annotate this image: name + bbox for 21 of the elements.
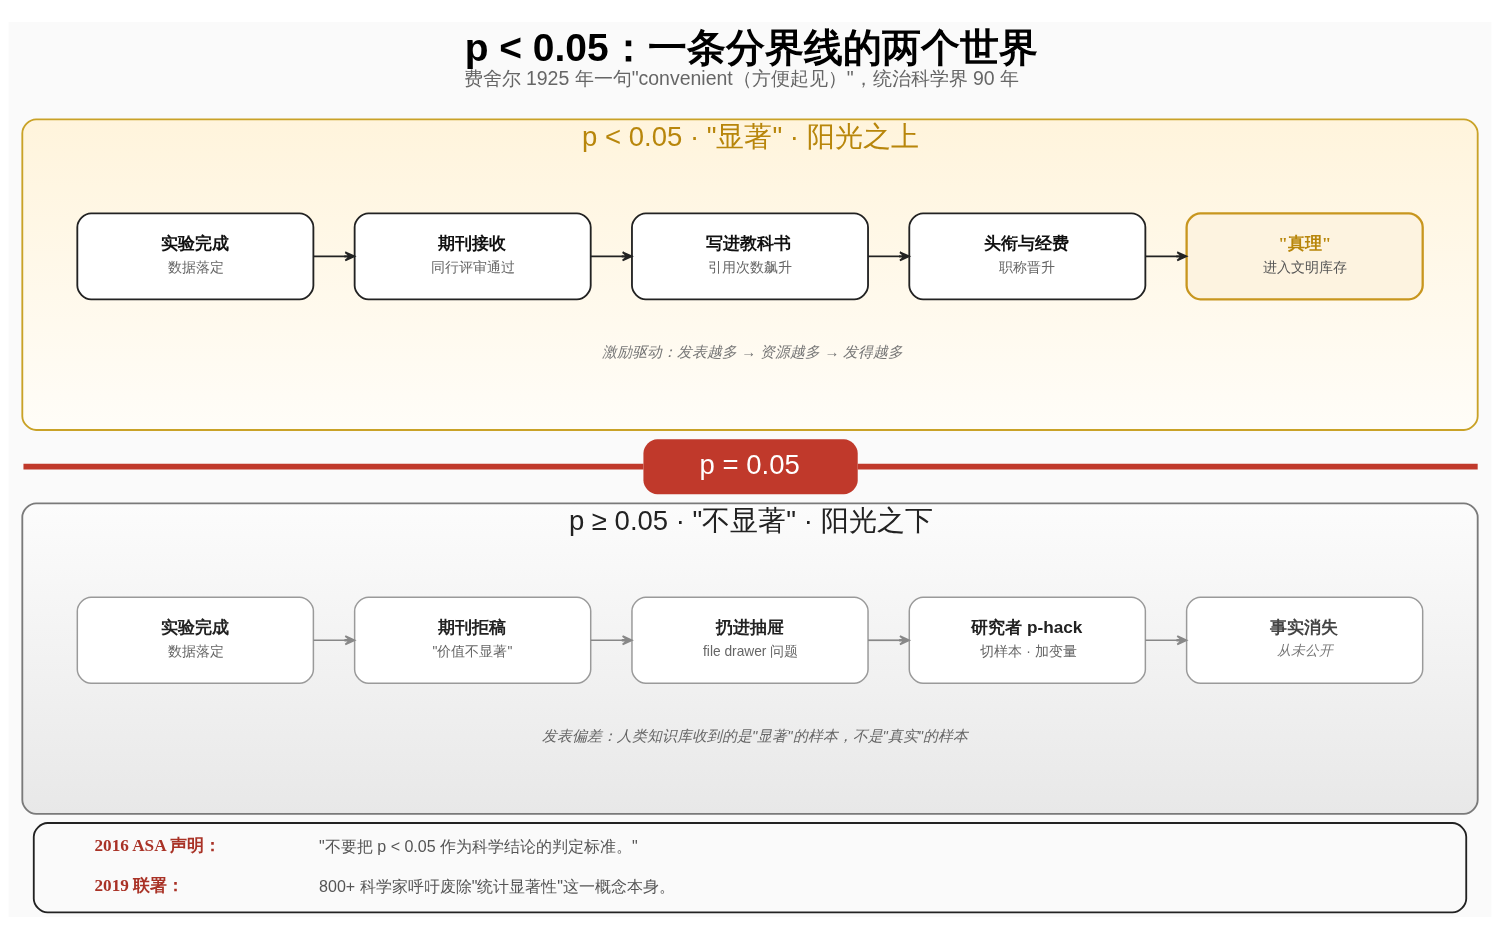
- node-box: 头衔与经费 职称晋升: [908, 211, 1147, 300]
- node-box: 期刊拒稿 "价值不显著": [353, 596, 592, 684]
- arrow: [1144, 250, 1188, 261]
- node-box: 扔进抽屉 file drawer 问题: [631, 596, 869, 684]
- node-box: 2016 ASA 声明： "不要把 p < 0.05 作为科学结论的判定标准。" 2019 联署： 800+ 科学家呼吁废除"统计显著性"这一概念本身。: [32, 821, 1468, 913]
- arrow: [312, 250, 356, 261]
- node-box: "真理" 进入文明库存: [1185, 211, 1424, 300]
- arrow: [867, 634, 910, 645]
- label: 激励驱动：发表越多 → 资源越多 → 发得越多: [602, 343, 904, 360]
- node-box: 写进教科书 引用次数飙升: [631, 211, 869, 300]
- arrow: [589, 634, 633, 645]
- arrow: [1144, 634, 1188, 645]
- node-box: 期刊接收 同行评审通过: [353, 211, 592, 300]
- arrow: [867, 250, 910, 261]
- node-box: 事实消失 从未公开: [1185, 596, 1424, 684]
- node-box: 研究者 p-hack 切样本 · 加变量: [908, 596, 1147, 684]
- label: 发表偏差：人类知识库收到的是"显著"的样本，不是"真实"的样本: [542, 727, 969, 744]
- node-box: 实验完成 数据落定: [76, 596, 315, 684]
- node-box: 实验完成 数据落定: [76, 211, 315, 300]
- arrow: [312, 634, 356, 645]
- arrow: [589, 250, 633, 261]
